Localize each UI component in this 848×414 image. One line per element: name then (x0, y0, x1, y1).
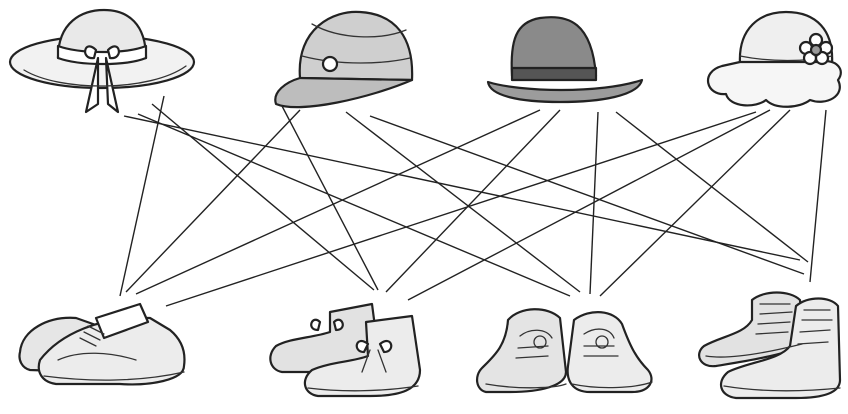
connection-lines (120, 96, 826, 306)
connection-line-flower-hat-to-bow-boots (408, 110, 770, 300)
high-top-shoes-icon (699, 293, 840, 399)
connection-line-cap-to-sneakers (126, 110, 300, 292)
baseball-cap-icon (275, 12, 412, 107)
connection-line-cap-to-lace-shoes (346, 112, 580, 292)
sneakers-icon (19, 304, 184, 384)
connection-line-fedora-to-bow-boots (386, 110, 560, 292)
connection-line-flower-hat-to-lace-shoes (600, 110, 790, 296)
cloche-flower-hat-icon (708, 12, 841, 107)
connection-line-sunhat-with-bow-to-bow-boots (152, 104, 374, 290)
lace-up-shoes-icon (477, 309, 652, 392)
bow-boots-icon (270, 304, 420, 396)
connection-line-sunhat-with-bow-to-sneakers (120, 96, 164, 296)
connection-line-flower-hat-to-sneakers (166, 112, 756, 306)
connection-line-cap-to-high-tops (370, 116, 804, 274)
fedora-hat-icon (488, 17, 642, 102)
connection-line-fedora-to-sneakers (136, 110, 540, 294)
connection-line-flower-hat-to-high-tops (810, 110, 826, 282)
connection-line-sunhat-with-bow-to-lace-shoes (138, 114, 570, 296)
sun-hat-bow-icon (10, 10, 194, 112)
